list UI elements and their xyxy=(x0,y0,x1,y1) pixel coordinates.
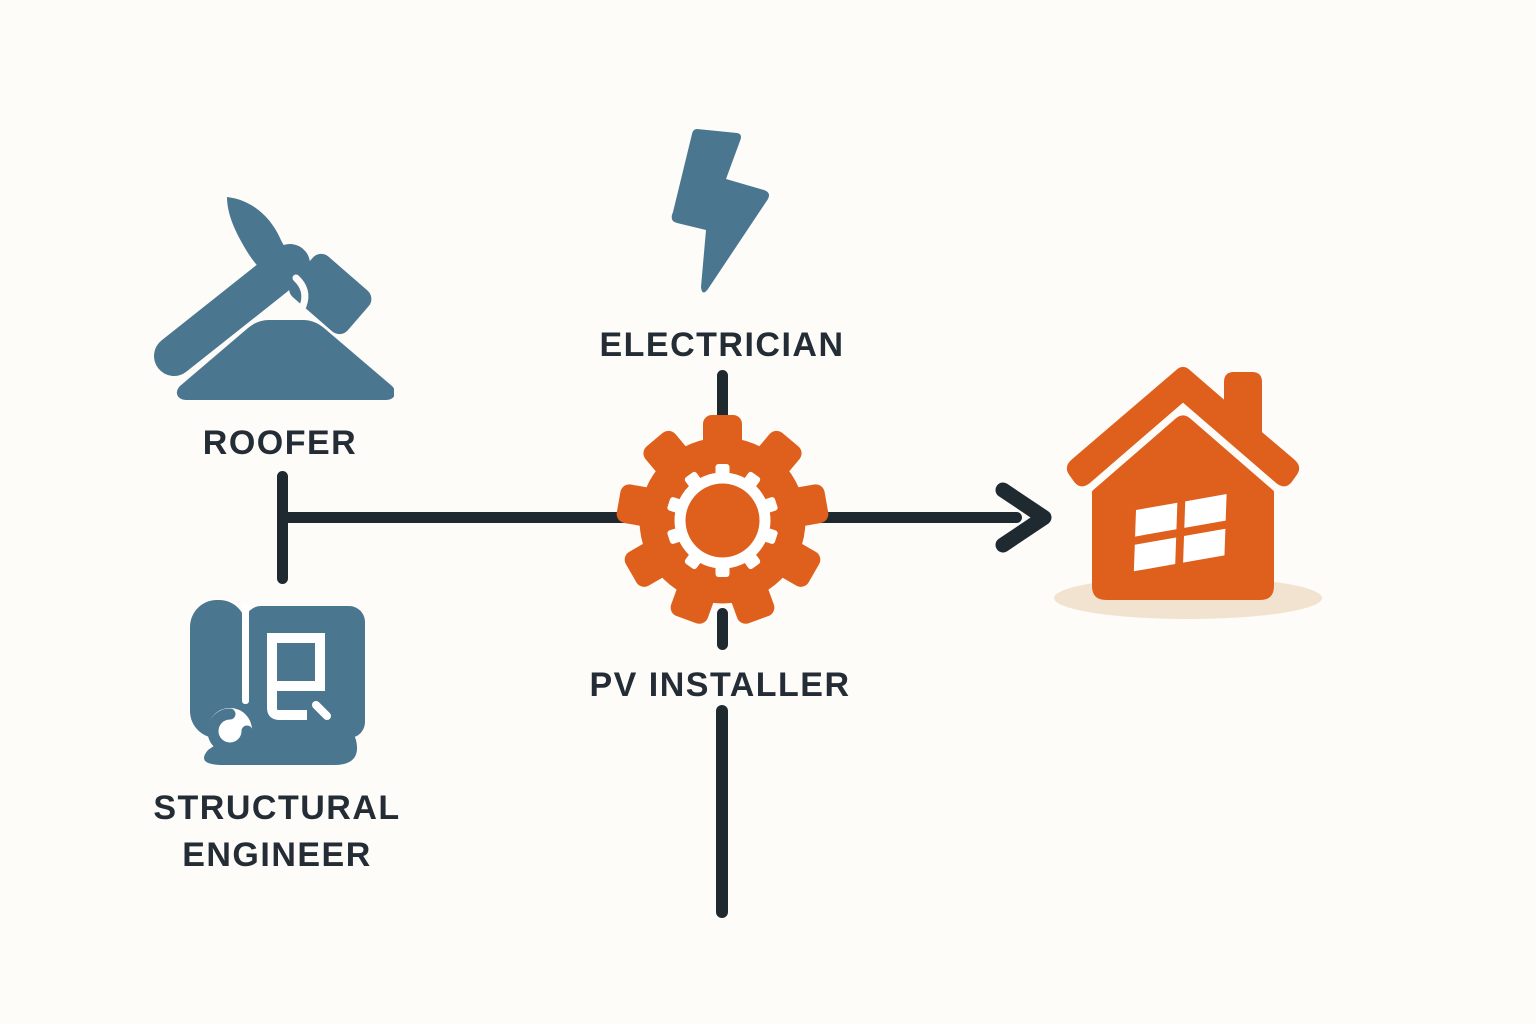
connector-bottom-vertical xyxy=(716,705,728,918)
electrician-label: ELECTRICIAN xyxy=(599,326,845,364)
structural-engineer-label-line1: STRUCTURAL xyxy=(153,789,401,827)
hammer-icon xyxy=(154,197,394,400)
gear-icon xyxy=(616,415,829,624)
structural-engineer-label-line2: ENGINEER xyxy=(182,836,372,874)
connector-horizontal-right xyxy=(808,512,1022,523)
pv-installer-label: PV INSTALLER xyxy=(589,666,851,704)
connector-horizontal-left xyxy=(277,512,639,523)
connector-electrician-vertical xyxy=(717,370,728,426)
connector-gear-bottom xyxy=(717,608,728,650)
lightning-icon xyxy=(671,129,770,293)
house-icon xyxy=(1066,367,1300,600)
roofer-label: ROOFER xyxy=(202,424,358,462)
arrowhead-icon xyxy=(995,482,1052,553)
blueprint-icon xyxy=(190,600,365,765)
connector-roofer-vertical xyxy=(277,471,288,584)
structural-engineer-label: STRUCTURAL ENGINEER xyxy=(117,785,437,879)
